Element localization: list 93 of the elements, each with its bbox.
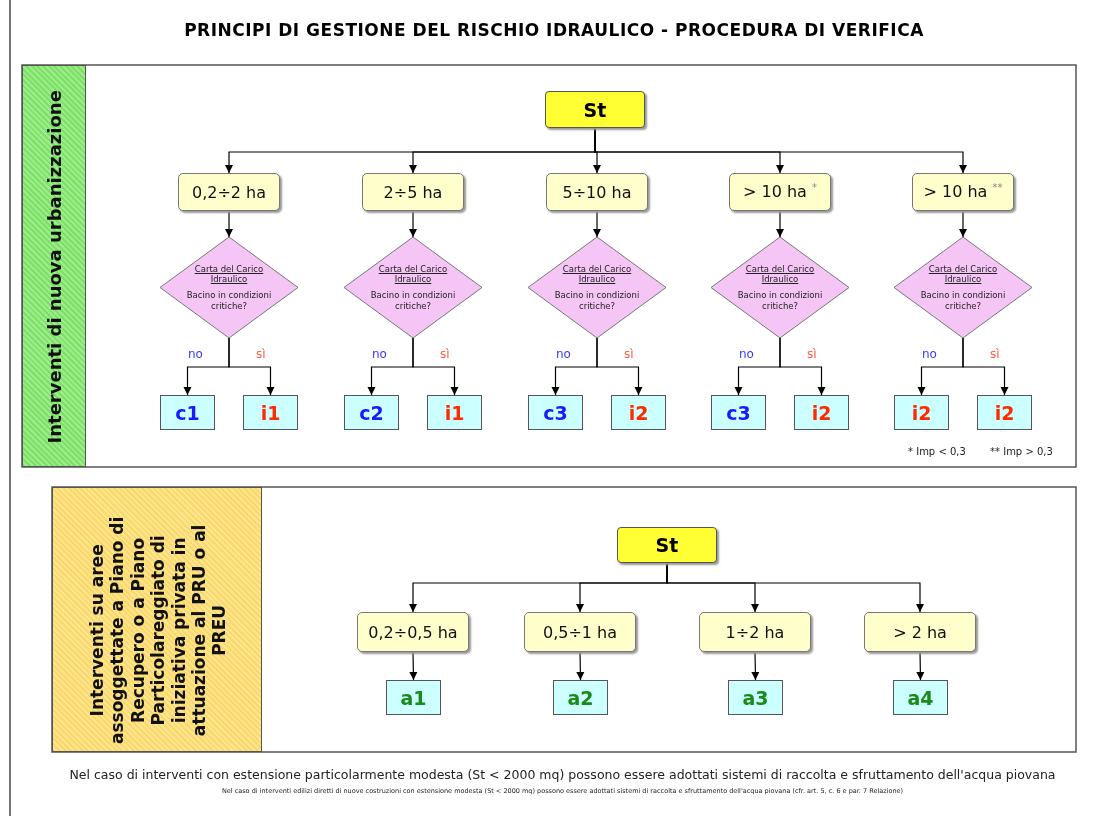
decision-question: Bacino in condizioni critiche? <box>369 290 457 312</box>
map-reference: Carta del Carico Idraulico <box>194 263 264 285</box>
map-reference: Carta del Carico Idraulico <box>745 263 815 285</box>
result-box <box>794 395 849 430</box>
decision-question: Bacino in condizioni critiche? <box>919 290 1007 312</box>
result-code: a1 <box>400 686 427 709</box>
range-label: > 2 ha <box>893 622 947 642</box>
range-label: 2÷5 ha <box>383 182 443 202</box>
range-box <box>546 173 648 211</box>
result-code: a4 <box>907 686 934 709</box>
result-box <box>611 395 666 430</box>
start-label: St <box>655 534 679 556</box>
side-band <box>52 487 262 752</box>
result-box <box>386 680 441 715</box>
result-box <box>893 680 948 715</box>
decision-diamond <box>894 237 1032 338</box>
result-box <box>160 395 215 430</box>
decision-diamond <box>528 237 666 338</box>
side-band <box>22 65 86 467</box>
map-reference: Carta del Carico Idraulico <box>928 263 998 285</box>
decision-diamond <box>344 237 482 338</box>
decision-question: Bacino in condizioni critiche? <box>553 290 641 312</box>
start-box <box>617 527 717 563</box>
decision-question: Bacino in condizioni critiche? <box>736 290 824 312</box>
map-reference: Carta del Carico Idraulico <box>562 263 632 285</box>
arrow <box>228 337 275 396</box>
result-code: i2 <box>811 401 832 424</box>
result-code: i1 <box>444 401 465 424</box>
footnote: ** Imp > 0,3 <box>990 446 1053 457</box>
range-label: 1÷2 ha <box>725 622 785 642</box>
range-box <box>178 173 280 211</box>
range-box <box>524 612 636 652</box>
arrow <box>779 337 826 396</box>
range-box <box>864 612 976 652</box>
edge-label: sì <box>255 347 267 361</box>
result-code: i2 <box>628 401 649 424</box>
range-label: 0,5÷1 ha <box>542 622 618 642</box>
result-code: c2 <box>359 401 384 424</box>
footnote: * Imp < 0,3 <box>908 446 966 457</box>
range-box <box>362 173 464 211</box>
result-box <box>728 680 783 715</box>
side-heading: Interventi su aree assoggettate a Piano di Recupero o a Piano Particolareggiato di iniziativa privata in attuazione al PRU o al PREU <box>86 515 230 746</box>
result-code: i1 <box>260 401 281 424</box>
range-label: 0,2÷2 ha <box>191 182 267 202</box>
result-box <box>243 395 298 430</box>
range-box <box>357 612 469 652</box>
result-box <box>427 395 482 430</box>
title: PRINCIPI DI GESTIONE DEL RISCHIO IDRAULICO - PROCEDURA DI VERIFICA <box>183 20 925 40</box>
result-code: c1 <box>175 401 200 424</box>
range-label: 5÷10 ha <box>562 182 632 202</box>
range-box <box>729 173 831 211</box>
result-box <box>894 395 949 430</box>
arrow <box>775 210 785 238</box>
arrow <box>958 210 968 238</box>
arrow <box>751 651 760 681</box>
result-box <box>711 395 766 430</box>
result-code: c3 <box>543 401 568 424</box>
edge-label: sì <box>623 347 635 361</box>
arrow <box>408 210 418 238</box>
range-box <box>699 612 811 652</box>
map-reference: Carta del Carico Idraulico <box>378 263 448 285</box>
arrow <box>412 337 459 396</box>
arrow <box>224 210 234 238</box>
start-label: St <box>583 98 607 121</box>
edge-label: sì <box>806 347 818 361</box>
arrow <box>409 651 418 681</box>
range-label: 0,2÷0,5 ha <box>368 622 458 642</box>
range-box <box>912 173 1014 211</box>
arrow <box>962 337 1009 396</box>
edge-label: sì <box>439 347 451 361</box>
side-heading: Interventi di nuova urbanizzazione <box>44 89 66 446</box>
edge-label: sì <box>989 347 1001 361</box>
result-box <box>528 395 583 430</box>
result-code: c3 <box>726 401 751 424</box>
range-label: > 10 ha $^{**}$ <box>923 182 1003 202</box>
range-label: > 10 ha $^{*}$ <box>743 182 817 202</box>
result-box <box>553 680 608 715</box>
result-code: i2 <box>911 401 932 424</box>
result-code: i2 <box>994 401 1015 424</box>
arrow <box>576 651 585 681</box>
arrow <box>666 562 925 613</box>
decision-diamond <box>160 237 298 338</box>
result-code: a2 <box>567 686 594 709</box>
decision-diamond <box>711 237 849 338</box>
note: Nel caso di interventi con estensione particolarmente modesta (St < 2000 mq) possono essere adottati sistemi di raccolta e sfruttamento dell'acqua piovana <box>68 767 1057 782</box>
result-box <box>344 395 399 430</box>
start-box <box>545 91 645 128</box>
arrow <box>916 651 925 681</box>
arrow <box>596 337 643 396</box>
decision-question: Bacino in condizioni critiche? <box>185 290 273 312</box>
result-box <box>977 395 1032 430</box>
result-code: a3 <box>742 686 769 709</box>
arrow <box>592 210 602 238</box>
